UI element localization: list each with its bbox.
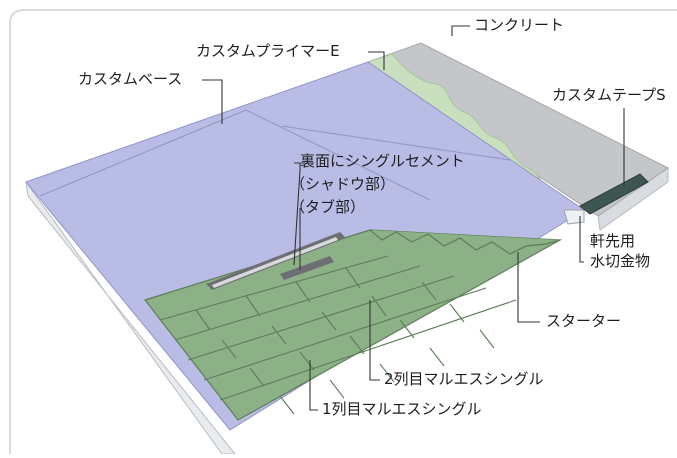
base-seam xyxy=(245,109,431,201)
label-tab: （タブ部） xyxy=(290,198,366,216)
label-tape: カスタムテープS xyxy=(552,86,666,104)
shingle-top-edge xyxy=(369,229,561,255)
label-shadow: （シャドウ部） xyxy=(290,175,396,193)
frame-border xyxy=(9,9,677,454)
label-row2: 2列目マルエスシングル xyxy=(384,370,544,388)
label-starter: スターター xyxy=(546,312,622,330)
base-seam xyxy=(281,125,511,161)
label-eaves-1: 軒先用 xyxy=(590,232,636,250)
base-seam xyxy=(39,109,247,197)
label-eaves-2: 水切金物 xyxy=(590,252,651,270)
shingle-rows xyxy=(159,255,517,401)
leader-starter xyxy=(517,252,540,323)
label-base: カスタムベース xyxy=(78,70,183,88)
leader-primer xyxy=(368,51,385,70)
leader-eaves xyxy=(579,216,584,263)
label-row1: 1列目マルエスシングル xyxy=(322,400,482,418)
tape-s xyxy=(579,173,649,215)
leader-row1 xyxy=(309,360,318,411)
leader-base xyxy=(202,79,223,124)
leader-row2 xyxy=(369,300,380,381)
label-concrete: コンクリート xyxy=(474,16,565,34)
shingle-cuts xyxy=(195,267,495,415)
cement-strip-dots xyxy=(212,237,338,288)
eaves-metal xyxy=(563,209,585,225)
leader-concrete xyxy=(451,25,470,36)
leader-shadow xyxy=(293,169,301,266)
label-back-cement: 裏面にシングルセメント xyxy=(300,152,465,170)
leader-back-cement xyxy=(294,162,301,170)
label-primer: カスタムプライマーE xyxy=(196,42,340,60)
